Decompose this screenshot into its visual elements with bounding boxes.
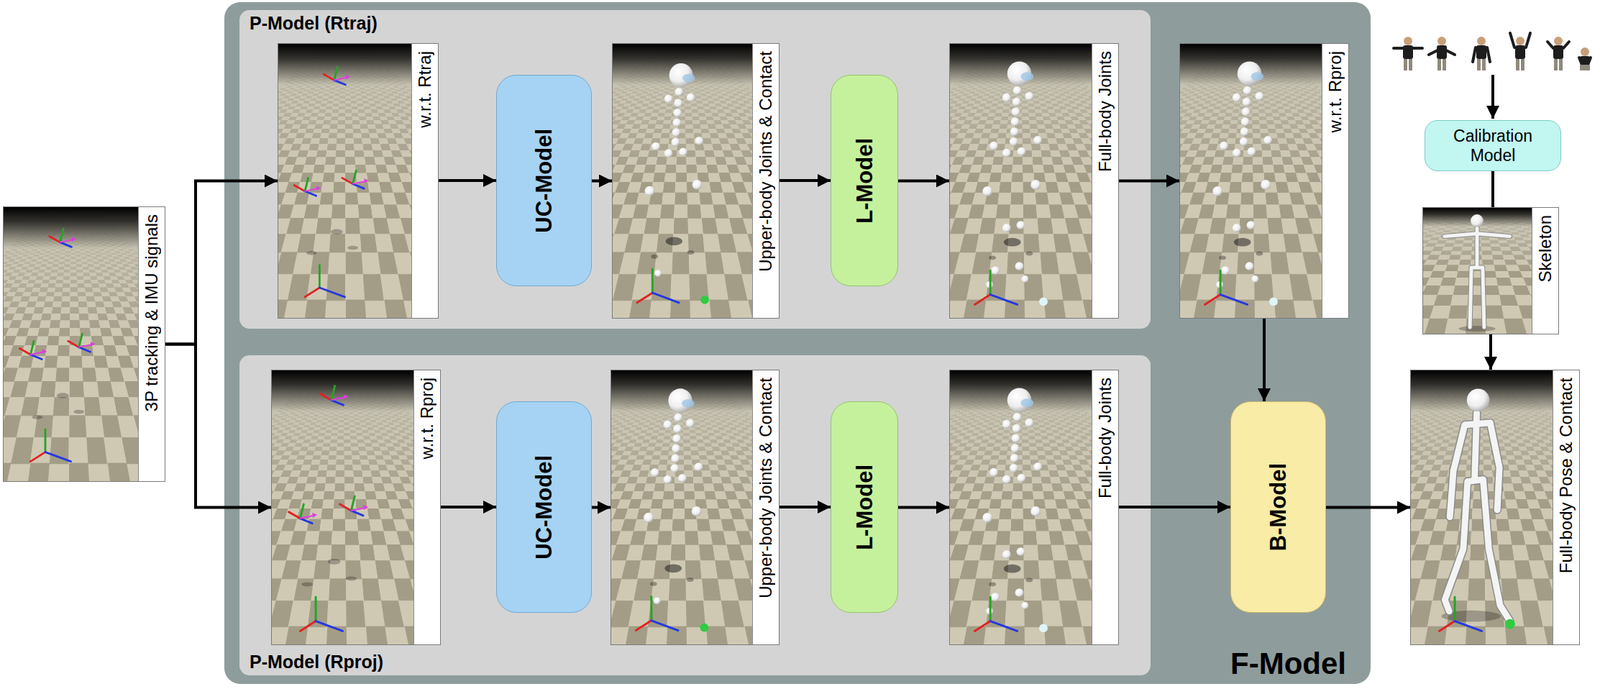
label-strip: Full-body Joints <box>1091 370 1119 645</box>
render-panel: Upper-body Joints & Contact <box>610 369 780 646</box>
model-box: B-Model <box>1230 401 1327 613</box>
render-figure <box>612 43 753 318</box>
image-label: Upper-body Joints & Contact <box>757 377 775 599</box>
model-box: UC-Model <box>496 401 592 613</box>
render-figure <box>949 43 1092 318</box>
render-figure <box>3 207 139 482</box>
floor-scene <box>3 207 139 482</box>
arrow-connector <box>1489 334 1493 370</box>
image-label: 3P tracking & IMU signals <box>143 214 161 412</box>
image-label: Skeleton <box>1536 215 1554 282</box>
sky-shade <box>278 43 412 85</box>
model-label: L-Model <box>853 464 876 551</box>
render-figure <box>1423 207 1532 334</box>
label-strip: 3P tracking & IMU signals <box>138 207 165 482</box>
label-strip: Upper-body Joints & Contact <box>752 43 779 318</box>
sky-shade <box>3 207 139 249</box>
image-label: Upper-body Joints & Contact <box>757 51 775 272</box>
floor-scene <box>271 370 414 645</box>
model-label: Calibration Model <box>1438 126 1547 165</box>
panel-title: P-Model (Rtraj) <box>249 12 378 34</box>
label-strip: w.r.t. Rproj <box>1321 43 1349 318</box>
panel-title: P-Model (Rproj) <box>249 651 384 673</box>
arrow-connector <box>898 506 950 510</box>
group-panel: F-Model P-Model (Rtraj) w.r.t. RtrajUC-Mod… <box>224 2 1371 684</box>
model-label: UC-Model <box>532 128 556 233</box>
model-label: L-Model <box>853 138 876 224</box>
model-label: UC-Model <box>532 455 556 560</box>
arrow-connector <box>438 179 497 182</box>
render-figure <box>611 370 753 645</box>
arrow-connector <box>165 181 278 345</box>
render-panel: Upper-body Joints & Contact <box>611 43 780 319</box>
arrow-connector <box>1118 505 1231 509</box>
image-label: w.r.t. Rproj <box>418 377 436 459</box>
arrow-connector <box>1326 506 1411 510</box>
arrow-connector <box>898 179 950 183</box>
render-figure <box>949 370 1092 645</box>
arrow-connector <box>591 506 611 510</box>
panel-title: F-Model <box>1230 646 1347 681</box>
image-label: Full-body Pose & Contact <box>1557 377 1575 574</box>
label-strip: Full-body Pose & Contact <box>1552 370 1580 645</box>
arrow-connector <box>779 505 831 509</box>
render-panel: Skeleton <box>1422 207 1560 335</box>
render-figure <box>1180 43 1322 318</box>
image-label: Full-body Joints <box>1096 51 1114 172</box>
label-strip: Full-body Joints <box>1091 43 1119 318</box>
image-label: Full-body Joints <box>1096 377 1114 499</box>
group-panel: P-Model (Rproj) w.r.t. RprojUC-Model Upper… <box>239 355 1151 676</box>
arrow-connector <box>1262 318 1266 402</box>
label-strip: w.r.t. Rtraj <box>411 43 438 318</box>
arrow-connector <box>779 179 831 182</box>
model-box: Calibration Model <box>1424 120 1562 172</box>
render-panel: Full-body Joints <box>949 369 1119 646</box>
label-strip: w.r.t. Rproj <box>413 370 441 645</box>
image-label: w.r.t. Rtraj <box>416 51 434 128</box>
arrow-connector <box>440 505 497 509</box>
group-panel: P-Model (Rtraj) w.r.t. RtrajUC-Model Upper… <box>239 10 1151 329</box>
render-panel: w.r.t. Rproj <box>271 369 441 646</box>
model-label: B-Model <box>1267 463 1290 551</box>
label-strip: Skeleton <box>1531 207 1559 334</box>
output-panel: Full-body Pose & Contact <box>1410 369 1580 646</box>
render-figure <box>271 370 414 645</box>
render-panel: Full-body Joints <box>949 43 1119 319</box>
input-panel: 3P tracking & IMU signals <box>2 206 166 482</box>
arrow-connector <box>1491 171 1495 208</box>
render-panel: w.r.t. Rtraj <box>277 43 439 319</box>
render-figure <box>1410 370 1553 645</box>
model-box: UC-Model <box>496 74 592 287</box>
arrow-connector <box>165 344 272 508</box>
label-strip: Upper-body Joints & Contact <box>752 370 779 645</box>
render-panel: w.r.t. Rproj <box>1179 43 1350 319</box>
model-box: L-Model <box>830 401 899 613</box>
image-label: w.r.t. Rproj <box>1326 51 1344 133</box>
render-figure <box>278 43 412 318</box>
model-box: L-Model <box>830 74 899 287</box>
arrow-connector <box>1118 179 1180 183</box>
arrow-connector <box>591 179 612 183</box>
